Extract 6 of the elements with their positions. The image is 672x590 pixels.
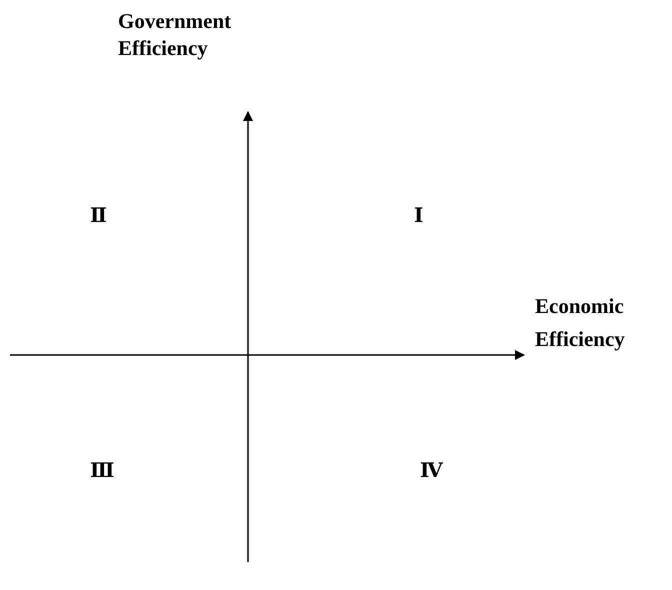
- quadrant-numeral: Ⅱ: [90, 205, 107, 225]
- quadrant-numeral: Ⅳ: [420, 460, 443, 480]
- axis-title: Government Efficiency: [118, 8, 232, 62]
- quadrant-numeral: Ⅰ: [414, 205, 424, 225]
- quadrant-numeral: Ⅲ: [90, 460, 114, 480]
- axis-title: Economic Efficiency: [535, 293, 626, 353]
